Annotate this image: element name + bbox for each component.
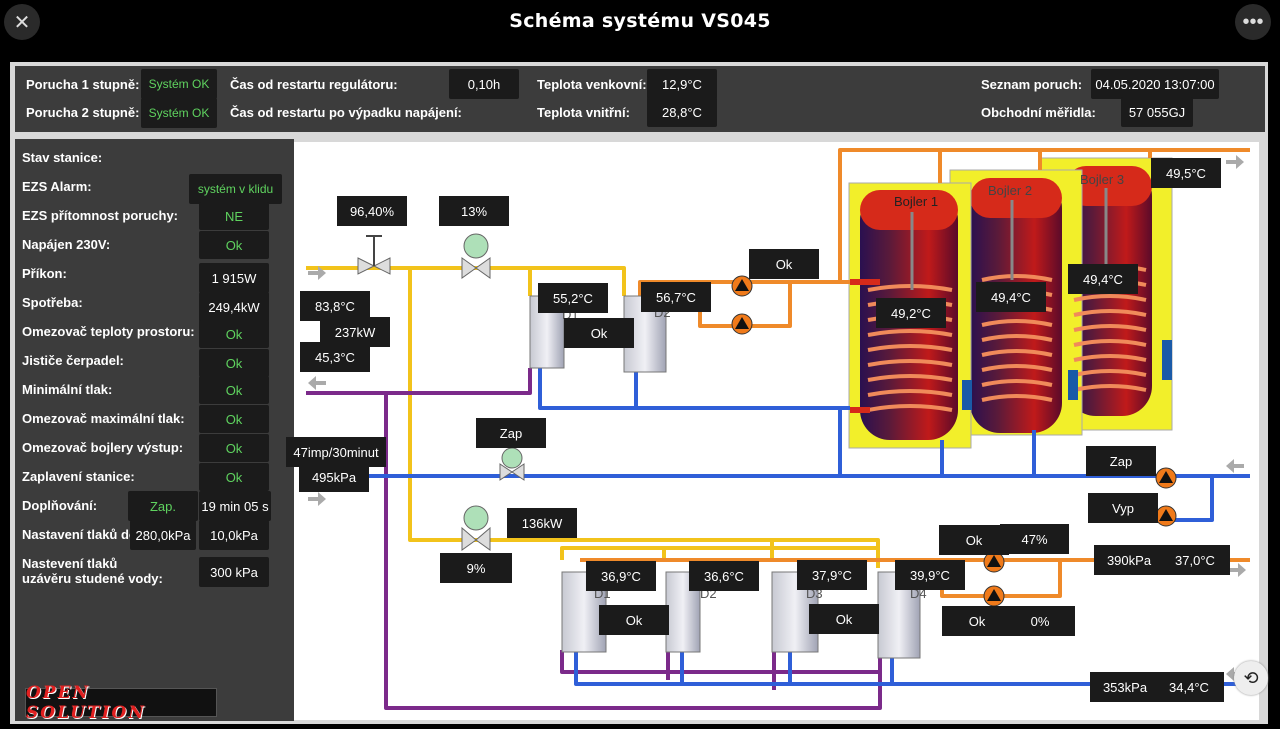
doplnovani-state: Zap. (128, 491, 198, 521)
seznam-label: Seznam poruch: (981, 77, 1082, 92)
pump3-ok[interactable]: Ok (942, 606, 1012, 636)
omezovac-tep-value: Ok (199, 320, 269, 348)
ezs-alarm-label: EZS Alarm: (22, 179, 92, 194)
cas-napajeni-label: Čas od restartu po výpadku napájení: (230, 105, 462, 120)
valve2-value[interactable]: 13% (439, 196, 509, 226)
meridla-value[interactable]: 57 055GJ (1121, 97, 1193, 127)
spotreba-label: Spotřeba: (22, 295, 83, 310)
top-bar: ✕ Schéma systému VS045 ••• (0, 0, 1280, 60)
valve-9 (462, 506, 490, 550)
max-tlak-value: Ok (199, 405, 269, 433)
nasteveni2-label-1: Nastevení tlaků (22, 556, 117, 571)
valve4-value[interactable]: 9% (440, 553, 512, 583)
nasteveni2-label-2: uzávěru studené vody: (22, 571, 163, 586)
nasteveni2-value[interactable]: 300 kPa (199, 557, 269, 587)
boiler-out-temp: 49,5°C (1151, 158, 1221, 188)
prikon-label: Příkon: (22, 266, 67, 281)
boiler2-temp: 49,4°C (976, 282, 1046, 312)
pump-vyp-state[interactable]: Vyp (1088, 493, 1158, 523)
napajen-value: Ok (199, 231, 269, 259)
out-pressure: 390kPa (1094, 545, 1164, 575)
porucha2-label: Porucha 2 stupně: (26, 105, 139, 120)
doplnovani-time: 19 min 05 s (199, 491, 271, 521)
power2-value: 136kW (507, 508, 577, 538)
pump-ok-value[interactable]: Ok (749, 249, 819, 279)
hx2-temp-value: 56,7°C (641, 282, 711, 312)
system-diagram: Bojler 1 Bojler 2 Bojler 3 D1 D2 D1 D2 D… (294, 142, 1259, 720)
jistice-label: Jističe čerpadel: (22, 353, 124, 368)
min-tlak-value: Ok (199, 376, 269, 404)
t-in2-value: 45,3°C (300, 342, 370, 372)
open-solution-logo: OPEN SOLUTION (25, 688, 217, 717)
logo-text: OPEN SOLUTION (26, 683, 216, 723)
d-ok2: Ok (809, 604, 879, 634)
pump-zap-state[interactable]: Zap (1086, 446, 1156, 476)
pump2-ok[interactable]: Ok (939, 525, 1009, 555)
teplota-venk-value: 12,9°C (647, 69, 717, 99)
nastaveni-value2[interactable]: 10,0kPa (199, 520, 269, 550)
boiler3-temp: 49,4°C (1068, 264, 1138, 294)
teplota-vnitr-label: Teplota vnitřní: (537, 105, 630, 120)
nastaveni-value1[interactable]: 280,0kPa (130, 520, 196, 550)
seznam-value[interactable]: 04.05.2020 13:07:00 (1091, 69, 1219, 99)
refresh-icon[interactable]: ⟲ (1234, 661, 1268, 695)
nastaveni-label: Nastavení tlaků do (22, 527, 137, 542)
ezs-prit-label: EZS přítomnost poruchy: (22, 208, 178, 223)
out-temp: 37,0°C (1160, 545, 1230, 575)
hx1-temp-value: 55,2°C (538, 283, 608, 313)
d2-temp: 36,6°C (689, 561, 759, 591)
prikon-value: 1 915W (199, 263, 269, 293)
min-tlak-label: Minimální tlak: (22, 382, 112, 397)
teplota-venk-label: Teplota venkovní: (537, 77, 647, 92)
valve-13 (462, 234, 490, 278)
boiler-1-label: Bojler 1 (894, 194, 938, 209)
doplnovani-label: Doplňování: (22, 498, 97, 513)
diagram-svg (294, 142, 1259, 720)
cas-restart-value: 0,10h (449, 69, 519, 99)
zaplaveni-label: Zaplavení stanice: (22, 469, 135, 484)
boiler-3-label: Bojler 3 (1080, 172, 1124, 187)
napajen-label: Napájen 230V: (22, 237, 110, 252)
valve3-state[interactable]: Zap (476, 418, 546, 448)
valve1-value[interactable]: 96,40% (337, 196, 407, 226)
d-ok1: Ok (599, 605, 669, 635)
jistice-value: Ok (199, 349, 269, 377)
omezovac-tep-label: Omezovač teploty prostoru: (22, 324, 195, 339)
stav-label: Stav stanice: (22, 150, 102, 165)
max-tlak-label: Omezovač maximální tlak: (22, 411, 185, 426)
ret-pressure: 353kPa (1090, 672, 1160, 702)
porucha1-label: Porucha 1 stupně: (26, 77, 139, 92)
zaplaveni-value: Ok (199, 463, 269, 491)
porucha1-value: Systém OK (141, 69, 217, 99)
d3-temp: 37,9°C (797, 560, 867, 590)
boiler1-temp: 49,2°C (876, 298, 946, 328)
bojlery-label: Omezovač bojlery výstup: (22, 440, 183, 455)
ezs-alarm-value: systém v klidu (189, 174, 282, 204)
hx-ok-value: Ok (564, 318, 634, 348)
ezs-prit-value: NE (199, 202, 269, 230)
d1-temp: 36,9°C (586, 561, 656, 591)
more-options-icon[interactable]: ••• (1235, 4, 1271, 40)
pressure1-value: 495kPa (299, 462, 369, 492)
spotreba-value: 249,4kW (199, 292, 269, 322)
teplota-vnitr-value: 28,8°C (647, 97, 717, 127)
d4-temp: 39,9°C (895, 560, 965, 590)
ret-temp: 34,4°C (1154, 672, 1224, 702)
meridla-label: Obchodní měřidla: (981, 105, 1096, 120)
boiler-2-label: Bojler 2 (988, 183, 1032, 198)
page-title: Schéma systému VS045 (0, 10, 1280, 32)
cas-restart-label: Čas od restartu regulátoru: (230, 77, 398, 92)
pump2-pct[interactable]: 47% (1000, 524, 1069, 554)
pump3-pct[interactable]: 0% (1005, 606, 1075, 636)
porucha2-value: Systém OK (141, 98, 217, 128)
bojlery-value: Ok (199, 434, 269, 462)
